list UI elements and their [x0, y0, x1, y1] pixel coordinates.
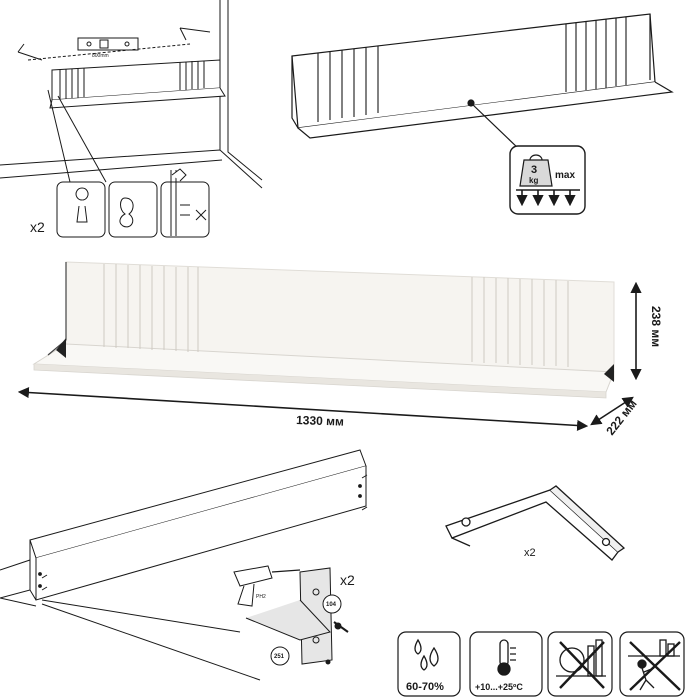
part-251-callout: [270, 646, 290, 666]
load-max: max: [555, 170, 575, 181]
keyhole-screw-icon: [119, 197, 134, 228]
part-251-label: 251: [274, 654, 285, 660]
load-weight: 3: [531, 164, 537, 176]
width-label: 1330 мм: [296, 413, 344, 429]
arrow-down-left-icon: [17, 43, 43, 61]
right-bracket-icon: [604, 364, 614, 382]
part-104-callout: [322, 594, 342, 614]
depth-label: 222 мм: [603, 397, 639, 438]
humidity-label: 60-70%: [406, 681, 444, 693]
hole-count-label: x2: [30, 219, 45, 235]
temperature-label: +10...+25ºC: [475, 682, 523, 692]
no-climbing-icon: [628, 639, 681, 691]
depth-dimension-arrow: [590, 396, 634, 426]
screw-count-label: x2: [340, 572, 355, 588]
detail-flush: [160, 181, 210, 238]
drill-icon: [233, 565, 273, 587]
weight-icon: [519, 159, 553, 187]
wall-install-panel: [0, 0, 263, 238]
load-arrows-icon: [516, 190, 576, 207]
cross-icon: [195, 209, 207, 221]
arrow-down-right-icon: [179, 27, 211, 41]
assembly-panel: [0, 449, 368, 681]
humidity-badge: [397, 631, 461, 697]
thermometer-icon: [497, 639, 516, 676]
dimension-lines: [17, 281, 642, 432]
no-heavy-load-icon: [556, 639, 606, 689]
load-panel: [291, 13, 674, 215]
droplets-icon: [414, 638, 439, 671]
bit-label: PH2: [256, 594, 266, 600]
keyhole-icon: [75, 187, 89, 223]
height-label: 238 мм: [649, 306, 663, 347]
load-unit: kg: [529, 176, 538, 185]
part-104-label: 104: [326, 602, 337, 608]
bracket-count-label: x2: [524, 547, 536, 559]
level-mark: 800mm: [92, 53, 109, 59]
right-slats: [565, 17, 627, 92]
left-slats: [317, 46, 379, 122]
width-dimension-arrow: [17, 386, 589, 432]
bracket-detail: [445, 485, 626, 561]
main-left-slats: [103, 264, 199, 352]
left-bracket-icon: [56, 338, 66, 358]
main-right-slats: [471, 277, 569, 367]
main-shelf: [32, 261, 615, 399]
